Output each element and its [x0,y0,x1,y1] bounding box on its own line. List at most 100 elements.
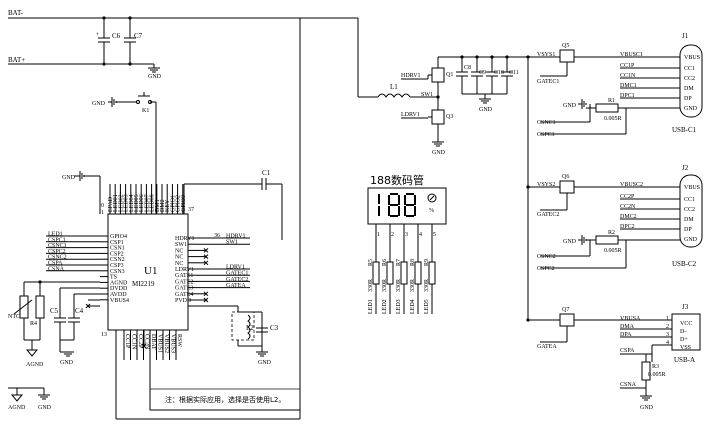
svg-text:DMC2: DMC2 [620,214,637,220]
l2-c3-area: L2 C3 GND [188,305,279,366]
ic-top-pin-label: LED03 [124,194,130,212]
svg-text:37: 37 [188,207,194,213]
ic-right-pin-name: GATE1 [175,273,193,279]
display-pin-num: 2 [391,232,394,238]
svg-text:USB-C2: USB-C2 [672,260,697,268]
ic-bottom-pin-label: DBAT [150,334,156,350]
svg-text:R1: R1 [608,98,615,104]
ic-top-pin-label: LED06 [139,194,145,212]
svg-text:VBUSA: VBUSA [620,316,641,322]
display-pin-num: 1 [377,232,380,238]
note-text: 注：根据实际应用，选择是否使用L2。 [165,395,285,404]
ic-ref: U1 [144,265,157,277]
svg-text:DP: DP [684,96,692,102]
svg-text:J2: J2 [682,164,689,172]
ic-left-pin-name: VBUS4 [110,298,129,304]
svg-text:R4: R4 [30,321,37,327]
display-res-ref: R8 [410,259,416,266]
svg-text:GND: GND [640,405,654,411]
svg-text:USB-A: USB-A [674,356,695,364]
ic-top-pin-label: LED07 [144,194,150,212]
ic-right-net: LDRV1 [226,265,245,271]
display-res-ref: R9 [424,259,430,266]
ic-top-pin-label: EPAD [108,196,114,212]
ic-right-pin-name: SW1 [175,242,187,248]
svg-text:C10: C10 [494,70,504,76]
ic-right-net: GATEA [226,283,246,289]
ic-top-pin-label: LED08 [150,194,156,212]
ic-right-net: GATEC2 [226,277,248,283]
ic-bottom-pin-label: CC2P [137,334,143,349]
ic-right-pin-name: GATE3 [175,286,193,292]
svg-text:C3: C3 [270,324,279,332]
ic-left-pin-name: AVDD [110,292,127,298]
ic-top-pin-label: GPIO2 [176,195,182,212]
ic-bottom-pin-label: CC1P [124,334,130,349]
svg-text:GATEC1: GATEC1 [537,79,559,85]
svg-text:DM: DM [684,217,694,223]
svg-text:DMC1: DMC1 [620,83,637,89]
svg-text:CC2: CC2 [684,76,695,82]
svg-text:VCC: VCC [680,321,692,327]
ic-bottom-pin-label: VBUS1 [157,334,163,353]
ic-bottom-pin-label: VBUS3 [170,334,176,353]
svg-text:VBUSC1: VBUSC1 [620,52,643,58]
svg-text:J1: J1 [682,32,689,40]
ic-left-pin-name: GPIO4 [110,234,127,240]
ic-bottom-pin-label: CC1N [131,334,137,350]
svg-text:GND: GND [38,405,52,411]
svg-text:USB-C1: USB-C1 [672,126,697,134]
svg-text:Q6: Q6 [562,174,569,180]
svg-text:Q3: Q3 [446,114,453,120]
display-res-net: LED4 [410,299,416,314]
ic-left-net: LED1 [48,232,63,238]
ic-bottom-pin-label: CC2N [144,334,150,350]
ic-right-net: HDRV1 [226,234,246,240]
ic-top-pin-label: DM1 [155,199,161,212]
svg-text:GND: GND [60,360,74,366]
ic-left-pin-name: CSN3 [110,269,125,275]
svg-text:0.005R: 0.005R [648,372,666,378]
gnd-label: GND [148,74,162,80]
svg-text:DP: DP [684,227,692,233]
svg-text:4: 4 [666,340,669,346]
display-res-ref: R7 [396,259,402,266]
ic-right-pin-name: NC [175,255,183,261]
svg-text:%: % [429,208,434,214]
bat-pos-label: BAT+ [8,56,25,64]
ic-left-pin-name: DVDD [110,286,128,292]
svg-text:C4: C4 [75,307,84,315]
svg-text:DMA: DMA [620,324,635,330]
display-pin-num: 5 [433,232,436,238]
svg-text:C1: C1 [262,169,271,177]
ic-top-pin-label: LED04 [129,194,135,212]
svg-text:C9: C9 [479,70,486,76]
svg-text:CSNC2: CSNC2 [537,254,556,260]
svg-text:0: 0 [101,203,104,209]
svg-text:GND: GND [563,239,577,245]
display-res-value: 330R [410,279,416,292]
display-res-net: LED2 [382,299,388,314]
svg-text:+: + [96,32,100,38]
svg-text:3: 3 [666,332,669,338]
svg-text:13: 13 [101,332,107,338]
ic-right-pin-name: LDRV1 [175,267,194,273]
svg-text:1: 1 [666,316,669,322]
ic-left-net: CSPC2 [48,249,66,255]
ic-top-pin-label: KEY [165,199,171,212]
ic-left-pin-name: CSP3 [110,263,124,269]
svg-text:2: 2 [666,324,669,330]
ic-right-pin-name: NC [175,248,183,254]
svg-text:R2: R2 [608,230,615,236]
svg-text:DPC2: DPC2 [620,224,635,230]
display-res-value: 330R [382,279,388,292]
svg-text:GND: GND [684,237,698,243]
ic-right-net: GATEC1 [226,271,248,277]
svg-text:GATEA: GATEA [537,344,557,350]
svg-text:R3: R3 [652,364,659,370]
ic-right-pin-name: NC [175,261,183,267]
svg-text:DPC1: DPC1 [620,93,635,99]
left-passives: NTC R4 AGND C5 C4 GND [8,280,100,411]
power-stage: L1 SW1 Q1 HDRV1 Q3 LDRV1 GND [377,55,567,320]
